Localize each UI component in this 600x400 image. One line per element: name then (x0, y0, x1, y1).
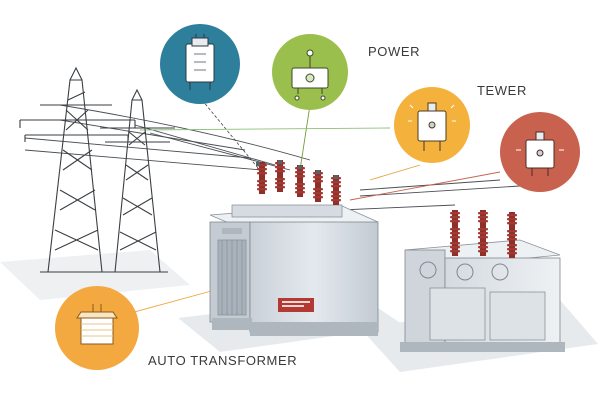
yellow-fuse-icon (408, 102, 456, 151)
secondary-transformer (400, 210, 565, 352)
label-power: POWER (368, 44, 421, 59)
transmission-tower-right (100, 88, 175, 273)
transformer-core-icon-circle (55, 286, 139, 370)
red-fuse-icon (516, 131, 564, 176)
meter-switch-icon-circle (272, 34, 348, 110)
transmission-tower-left (19, 66, 136, 273)
main-transformer (209, 160, 379, 336)
fuse-icon-circle (394, 87, 470, 163)
leader-lines (104, 99, 501, 321)
label-auto-transformer: AUTO TRANSFORMER (148, 353, 298, 368)
disconnect-switch-icon-circle (160, 24, 240, 104)
blue-disconnect-switch-icon (185, 34, 215, 90)
orange-transformer-core-icon (76, 304, 118, 345)
label-tewer: TEWER (477, 83, 527, 98)
fuse-icon-circle-red (500, 112, 580, 192)
green-meter-switch-icon (291, 49, 329, 101)
